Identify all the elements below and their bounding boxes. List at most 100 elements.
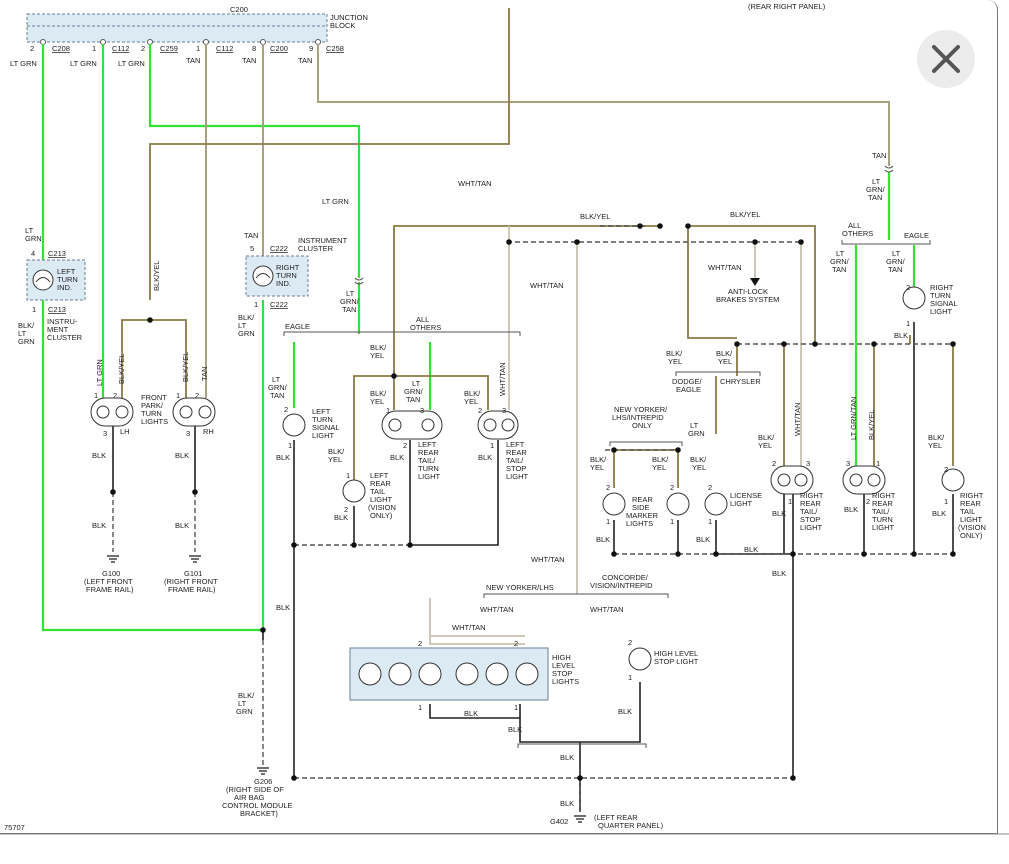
svg-text:1: 1 [196, 44, 200, 53]
svg-text:BLK/YEL: BLK/YEL [181, 352, 190, 382]
blk-yel-4: BLK/YEL [464, 389, 481, 406]
svg-text:1: 1 [944, 497, 948, 506]
svg-text:G402: G402 [550, 817, 568, 826]
ground-symbols [107, 555, 586, 823]
svg-text:LT GRN: LT GRN [70, 59, 97, 68]
blk-yel-10: BLK/YEL [690, 455, 707, 472]
high-level-stop-lights-box [349, 647, 549, 701]
svg-text:1: 1 [670, 517, 674, 526]
svg-text:1: 1 [418, 703, 422, 712]
dodge-eagle: DODGE/EAGLE [672, 377, 703, 394]
svg-text:TAN: TAN [244, 231, 258, 240]
svg-text:1: 1 [176, 391, 180, 400]
svg-text:BLK/YEL: BLK/YEL [580, 212, 610, 221]
svg-text:BLK: BLK [772, 569, 786, 578]
svg-text:3: 3 [502, 406, 506, 415]
svg-text:BLK: BLK [508, 725, 522, 734]
svg-text:BLK: BLK [478, 453, 492, 462]
svg-text:1: 1 [606, 517, 610, 526]
svg-text:C222: C222 [270, 300, 288, 309]
svg-text:TAN: TAN [200, 367, 209, 381]
svg-text:BLK/YEL: BLK/YEL [117, 354, 126, 384]
blk-yel-1: BLK/YEL [370, 343, 387, 360]
blk-yel-6: BLK/YEL [716, 349, 733, 366]
close-icon [932, 45, 960, 73]
blk-yel-11: BLK/YEL [758, 433, 775, 450]
svg-text:BLK: BLK [92, 521, 106, 530]
svg-text:2: 2 [418, 639, 422, 648]
svg-text:BLK: BLK [464, 709, 478, 718]
svg-text:LT GRN: LT GRN [322, 197, 349, 206]
black-wires [112, 322, 954, 812]
svg-text:LT GRN: LT GRN [118, 59, 145, 68]
svg-text:2: 2 [944, 465, 948, 474]
close-button[interactable] [917, 30, 975, 88]
svg-text:1: 1 [254, 300, 258, 309]
svg-text:WHT/TAN: WHT/TAN [708, 263, 742, 272]
svg-text:BLK: BLK [596, 535, 610, 544]
c200-top-label: C200 [230, 5, 248, 14]
svg-text:C208: C208 [52, 44, 70, 53]
svg-text:WHT/TAN: WHT/TAN [498, 362, 507, 396]
svg-text:5: 5 [250, 244, 254, 253]
svg-text:BLK: BLK [390, 453, 404, 462]
svg-text:1: 1 [386, 406, 390, 415]
svg-text:TAN: TAN [298, 56, 312, 65]
svg-text:WHT/TAN: WHT/TAN [531, 555, 565, 564]
svg-text:2: 2 [478, 406, 482, 415]
tan-wires [205, 44, 890, 398]
svg-text:C259: C259 [160, 44, 178, 53]
svg-text:2: 2 [670, 483, 674, 492]
svg-text:2: 2 [113, 391, 117, 400]
svg-text:1: 1 [708, 517, 712, 526]
green-wires [41, 44, 916, 630]
svg-text:BLK: BLK [92, 451, 106, 460]
blk-yel-9: BLK/YEL [652, 455, 669, 472]
figure-id: 75707 [4, 823, 25, 832]
svg-text:2: 2 [344, 505, 348, 514]
svg-text:LT GRN: LT GRN [95, 359, 104, 386]
svg-text:TAN: TAN [242, 56, 256, 65]
svg-text:C112: C112 [216, 44, 233, 53]
svg-text:BLK: BLK [772, 509, 786, 518]
svg-text:9: 9 [309, 44, 313, 53]
svg-text:WHT/TAN: WHT/TAN [793, 402, 802, 436]
svg-text:EAGLE: EAGLE [285, 322, 310, 331]
svg-text:C213: C213 [48, 305, 66, 314]
svg-text:BLK: BLK [894, 331, 908, 340]
svg-text:1: 1 [514, 703, 518, 712]
svg-text:G101: G101 [184, 569, 202, 578]
svg-text:BLK/YEL: BLK/YEL [867, 410, 876, 440]
svg-text:2: 2 [284, 405, 288, 414]
svg-text:C200: C200 [270, 44, 288, 53]
svg-text:RH: RH [203, 427, 214, 436]
